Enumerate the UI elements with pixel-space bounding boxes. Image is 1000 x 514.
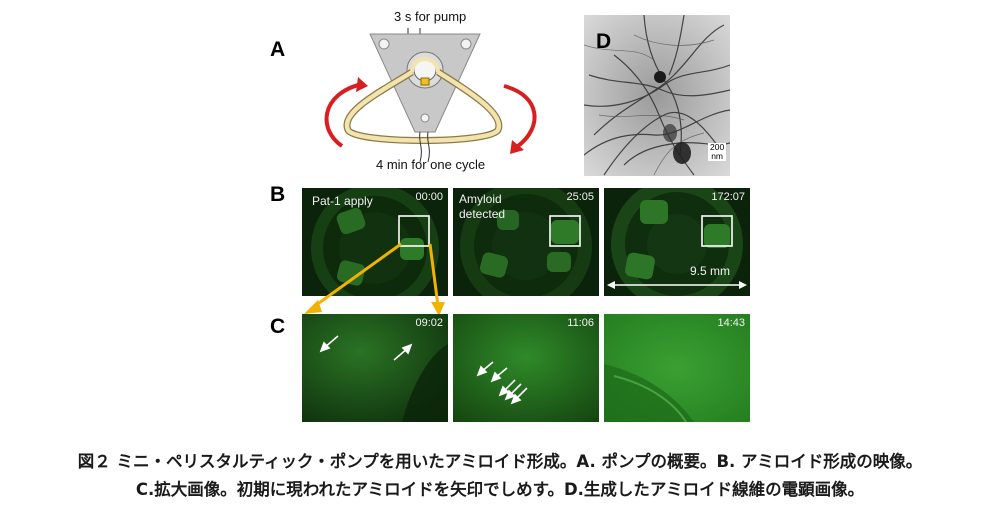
- screw-hole: [460, 38, 472, 50]
- pump-diagram: [324, 28, 537, 163]
- rotation-arrow-left: [324, 82, 363, 148]
- rotation-arrow-right: [503, 84, 537, 148]
- screw-hole: [378, 38, 390, 50]
- frame-event-label: Pat-1 apply: [312, 194, 373, 208]
- panel-c-frame-3: 14:43: [604, 314, 750, 422]
- frame-time-stamp: 00:00: [415, 191, 443, 203]
- figure-caption-line-2: C.拡大画像。初期に現われたアミロイドを矢印でしめす。D.生成したアミロイド線維…: [135, 480, 865, 499]
- panel-b-frame-1: 00:00 Pat-1 apply: [302, 188, 448, 296]
- panel-b-frame-2: 25:05 Amyloid detected: [453, 188, 599, 296]
- screw-hole: [420, 113, 430, 123]
- em-micrograph: 200 nm: [584, 15, 730, 176]
- panel-b-letter: B: [270, 183, 286, 206]
- dish-scale-arrow: [607, 281, 747, 289]
- frame-event-label: Amyloid detected: [459, 192, 506, 221]
- panel-c-frame-2: 11:06: [453, 314, 599, 422]
- frame-time-stamp: 09:02: [415, 317, 443, 329]
- pump-tube-rotor-wrap: [410, 57, 440, 73]
- motor-wire: [427, 131, 430, 163]
- em-scale-label: 200 nm: [708, 142, 727, 161]
- panel-a-letter: A: [270, 38, 286, 61]
- figure-caption-line-1: 図２ ミニ・ペリスタルティック・ポンプを用いたアミロイド形成。A. ポンプの概要…: [77, 452, 923, 471]
- frame-time-stamp: 14:43: [717, 317, 745, 329]
- pump-time-label: 3 s for pump: [394, 9, 467, 24]
- panel-c-letter: C: [270, 315, 286, 338]
- frame-time-stamp: 25:05: [566, 191, 594, 203]
- panel-c-frame-1: 09:02: [302, 314, 448, 422]
- rotation-arrowhead-left: [356, 77, 368, 92]
- motor-wire: [419, 131, 422, 163]
- frame-time-stamp: 172:07: [711, 191, 745, 203]
- panel-d-letter: D: [596, 30, 612, 53]
- cycle-time-label: 4 min for one cycle: [376, 157, 486, 172]
- pump-roller: [420, 77, 430, 86]
- rotation-arrowhead-right: [510, 140, 524, 154]
- panel-b-frame-3: 172:07 9.5 mm: [604, 188, 750, 296]
- dish-scale-label: 9.5 mm: [690, 264, 731, 278]
- pump-tube-inner: [344, 70, 502, 143]
- frame-time-stamp: 11:06: [567, 317, 594, 329]
- zoom-guide-arrows: [304, 242, 445, 316]
